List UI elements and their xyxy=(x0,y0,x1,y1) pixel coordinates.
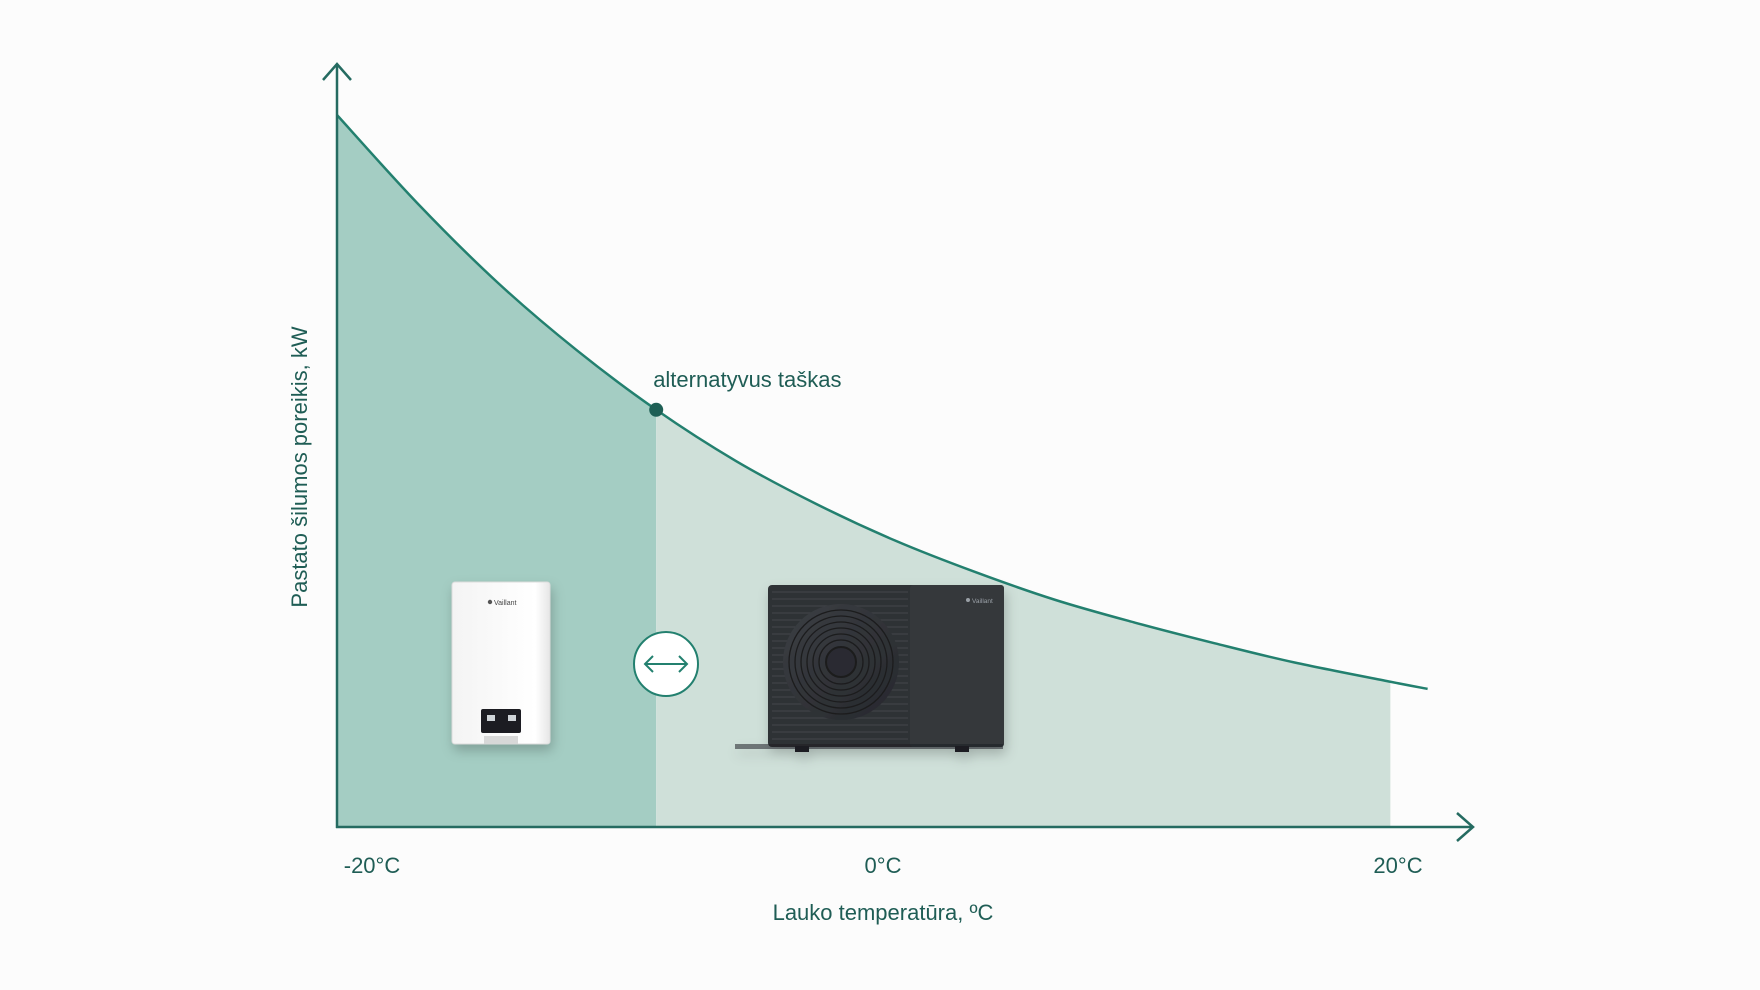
bivalent-point-label: alternatyvus taškas xyxy=(653,367,841,392)
x-axis-title: Lauko temperatūra, ºC xyxy=(773,900,994,925)
heat-pump-fan-ring xyxy=(794,615,888,709)
y-axis xyxy=(322,62,352,828)
gas-boiler-icon: Vaillant xyxy=(451,581,551,745)
x-axis-arrowhead xyxy=(1456,812,1475,842)
heat-pump-fan-ring xyxy=(812,633,870,691)
x-tick-label: 20°C xyxy=(1373,853,1422,878)
heat-demand-curve xyxy=(336,114,1428,691)
x-axis xyxy=(336,812,1475,842)
heat-pump-region xyxy=(656,409,1391,827)
heat-pump-fan-ring xyxy=(806,627,876,697)
heat-pump-fan-ring xyxy=(818,639,864,685)
backup-heating-region xyxy=(337,115,657,827)
heat-pump-icon: Vaillant xyxy=(735,585,1004,752)
y-axis-title: Pastato šilumos poreikis, kW xyxy=(287,326,312,607)
x-tick-label: -20°C xyxy=(344,853,401,878)
heat-pump-fan-ring xyxy=(788,609,894,715)
heat-pump-fan-ring xyxy=(800,621,882,703)
x-tick-label: 0°C xyxy=(865,853,902,878)
heat-pump-brand-logo: Vaillant xyxy=(972,598,993,605)
bivalent-point xyxy=(649,402,664,417)
y-axis-arrowhead xyxy=(322,62,352,81)
bidirectional-arrow-icon xyxy=(633,631,699,697)
boiler-brand-logo: Vaillant xyxy=(494,600,516,607)
